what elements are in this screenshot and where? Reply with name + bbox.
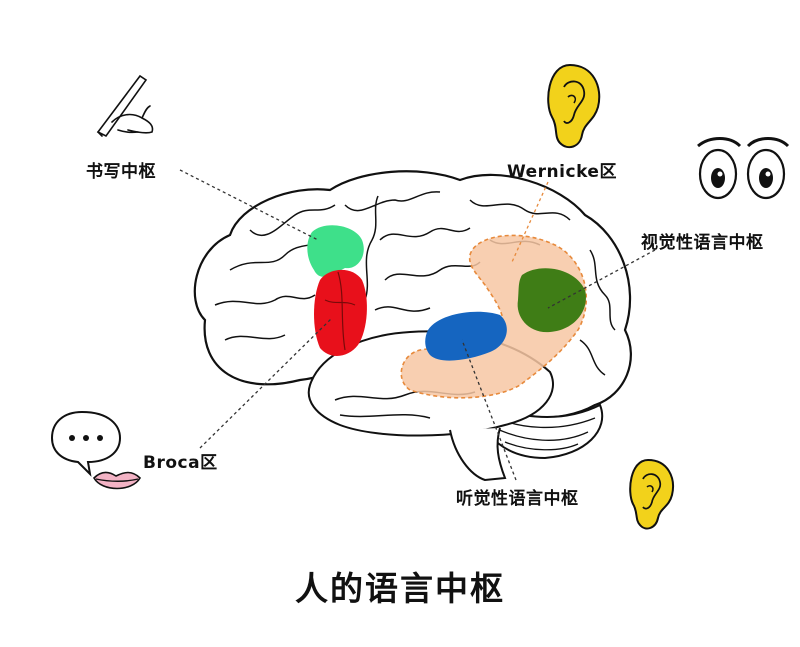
brain-sulci bbox=[214, 191, 616, 419]
wernicke-area-label: Wernicke区 bbox=[507, 162, 617, 182]
brain-illustration bbox=[193, 170, 632, 482]
speech-mouth-icon bbox=[50, 410, 141, 490]
writing-hand-icon bbox=[96, 74, 154, 138]
ear-icon bbox=[547, 63, 601, 149]
writing-area bbox=[307, 225, 364, 277]
auditory-language-area bbox=[425, 311, 507, 361]
wernicke-leader-line bbox=[511, 181, 549, 263]
diagram-title: 人的语言中枢 bbox=[295, 569, 505, 608]
auditory-language-center-label: 听觉性语言中枢 bbox=[456, 489, 579, 509]
brainstem bbox=[449, 427, 507, 482]
broca-area-label: Broca区 bbox=[143, 453, 218, 473]
writing-center-label: 书写中枢 bbox=[86, 162, 156, 182]
visual-leader-line bbox=[547, 249, 656, 309]
ear-icon bbox=[629, 458, 674, 530]
visual-language-area bbox=[517, 268, 586, 333]
leader-lines bbox=[179, 169, 656, 481]
writing-leader-line bbox=[179, 169, 319, 241]
broca-folds bbox=[324, 271, 356, 351]
broca-area bbox=[314, 269, 367, 356]
auditory-leader-line bbox=[461, 339, 517, 481]
eyes-icon bbox=[697, 137, 790, 200]
visual-language-center-label: 视觉性语言中枢 bbox=[641, 233, 764, 253]
broca-leader-line bbox=[199, 317, 333, 449]
